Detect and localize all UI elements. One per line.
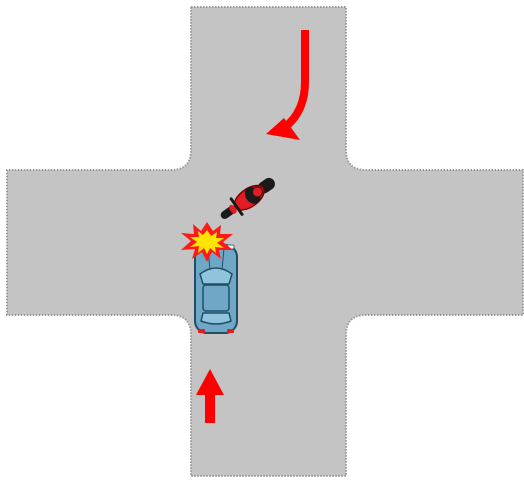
impact-inner	[190, 230, 224, 254]
motorcycle-handlebar	[229, 197, 244, 216]
road	[6, 6, 524, 477]
car-taillight	[198, 329, 205, 333]
arrow-car-path	[196, 369, 224, 423]
car-taillight	[227, 329, 234, 333]
collision-burst-icon	[181, 222, 233, 262]
car-rear-window	[200, 312, 232, 325]
arrow-motorcycle-path	[266, 30, 309, 140]
motorcycle-headlight	[229, 204, 237, 214]
car-roof	[202, 284, 230, 312]
car	[194, 244, 238, 334]
road-surface	[6, 6, 524, 477]
car-hood-line	[221, 247, 225, 271]
motorcycle	[220, 177, 275, 219]
motorcycle-helmet	[251, 186, 263, 198]
car-windshield	[199, 267, 233, 285]
